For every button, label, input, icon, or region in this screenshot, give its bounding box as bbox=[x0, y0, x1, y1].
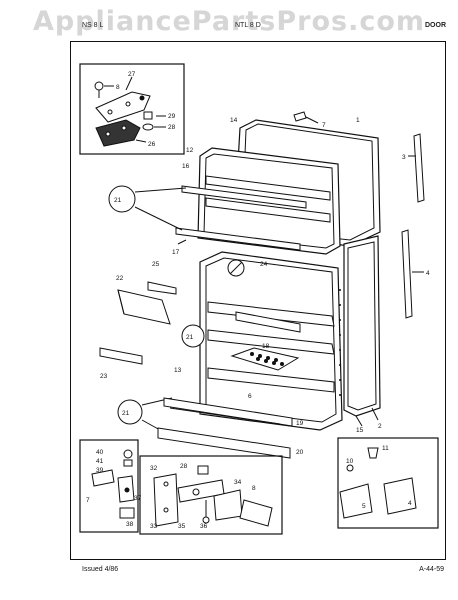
callout-22: 20 bbox=[296, 449, 304, 456]
callout-11: 10 bbox=[346, 458, 354, 465]
part-22-rail bbox=[157, 427, 291, 459]
part-4-strip bbox=[401, 229, 413, 319]
callout-14: 12 bbox=[186, 147, 194, 154]
part-25-strip bbox=[99, 347, 143, 365]
callout-2: 2 bbox=[378, 423, 382, 430]
callout-21: 19 bbox=[296, 420, 304, 427]
inset-top-hinge bbox=[79, 63, 185, 155]
callout-24: 22 bbox=[116, 275, 124, 282]
freezer-door bbox=[175, 119, 381, 255]
callout-3: 3 bbox=[402, 154, 406, 161]
model-code-left: NS 8 L bbox=[82, 22, 104, 29]
callout-10: 7 bbox=[86, 497, 90, 504]
callout-19: 17 bbox=[172, 249, 180, 256]
part-7-clip bbox=[293, 111, 307, 122]
callout-33: 33 bbox=[150, 523, 158, 530]
part-27-cover bbox=[147, 281, 177, 295]
callout-17: 15 bbox=[356, 427, 364, 434]
callout-13: 11 bbox=[382, 445, 389, 452]
callout-37: 37 bbox=[134, 495, 142, 502]
callout-5: 4 bbox=[408, 500, 412, 507]
callout-6: 5 bbox=[362, 503, 366, 510]
detail-23-upper bbox=[108, 185, 136, 213]
callout-23c: 21 bbox=[122, 410, 130, 417]
callout-4: 4 bbox=[426, 270, 430, 277]
callout-18: 16 bbox=[182, 163, 190, 170]
callout-1: 1 bbox=[356, 117, 360, 124]
callout-25: 23 bbox=[100, 373, 108, 380]
callout-12: 8 bbox=[116, 84, 120, 91]
inset-bottom-center bbox=[139, 455, 283, 535]
part-24-bin bbox=[117, 289, 171, 325]
watermark: AppliancePartsPros.com bbox=[32, 6, 426, 37]
part-3-strip bbox=[413, 133, 425, 203]
inset-bottom-hinge bbox=[79, 439, 139, 533]
callout-15: 13 bbox=[174, 367, 182, 374]
callout-34: 34 bbox=[234, 479, 242, 486]
callout-36: 36 bbox=[200, 523, 208, 530]
callout-16: 14 bbox=[230, 117, 238, 124]
callout-20: 18 bbox=[262, 343, 270, 350]
callout-41: 41 bbox=[96, 458, 104, 465]
callout-39: 39 bbox=[96, 467, 104, 474]
callout-9: 8 bbox=[252, 485, 256, 492]
diagram-frame bbox=[70, 41, 446, 560]
callout-8: 6 bbox=[248, 393, 252, 400]
callout-23: 21 bbox=[114, 197, 122, 204]
callout-31: 29 bbox=[168, 113, 176, 120]
fresh-food-door bbox=[199, 235, 381, 431]
callout-35: 35 bbox=[178, 523, 186, 530]
part-21-rail bbox=[163, 397, 293, 427]
section-title: DOOR bbox=[425, 22, 446, 29]
callout-26: 24 bbox=[260, 261, 268, 268]
issue-date: Issued 4/86 bbox=[82, 566, 119, 573]
model-code-mid: NTL 8 D bbox=[235, 22, 261, 29]
callout-29: 26 bbox=[148, 141, 156, 148]
callout-40: 40 bbox=[96, 449, 104, 456]
callout-30b: 28 bbox=[180, 463, 188, 470]
callout-32: 32 bbox=[150, 465, 158, 472]
callout-27: 25 bbox=[152, 261, 160, 268]
callout-38: 38 bbox=[126, 521, 134, 528]
detail-23-mid bbox=[181, 324, 205, 348]
page-code: A-44-59 bbox=[419, 566, 444, 573]
callout-30: 28 bbox=[168, 124, 176, 131]
callout-7: 7 bbox=[322, 122, 326, 129]
inset-bottom-right bbox=[337, 437, 439, 529]
callout-labels: 27 8 29 28 26 14 7 1 12 3 16 21 17 25 24… bbox=[86, 71, 430, 530]
callout-28: 27 bbox=[128, 71, 136, 78]
detail-23-lower bbox=[117, 399, 143, 425]
callout-23b: 21 bbox=[186, 334, 194, 341]
